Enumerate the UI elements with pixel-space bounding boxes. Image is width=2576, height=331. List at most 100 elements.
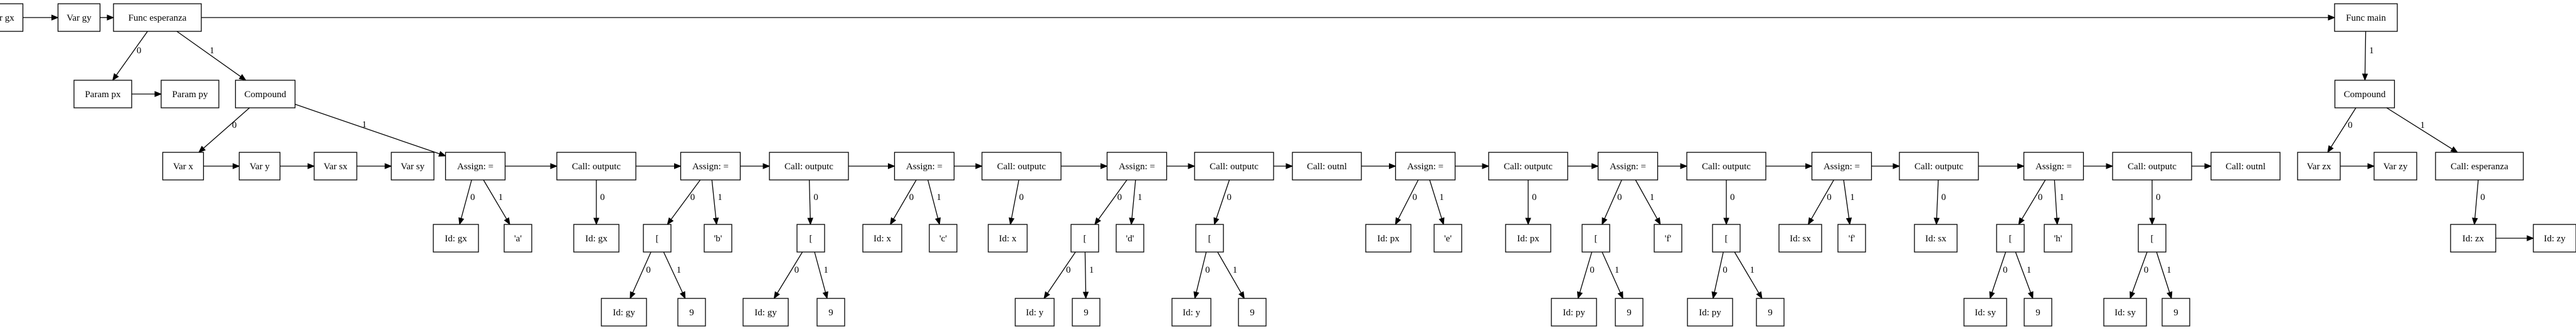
node-id-gx: Id: gx xyxy=(573,224,620,253)
edge-vgy-to-fesp xyxy=(100,14,115,21)
edge-as8-to-ch: 1 xyxy=(2054,179,2064,226)
node-label: [ xyxy=(2151,234,2154,244)
node-box xyxy=(2023,152,2084,181)
node-box xyxy=(1116,224,1144,253)
arrowhead-icon xyxy=(2204,163,2212,169)
arrowhead-icon xyxy=(1592,163,1599,169)
edge-ppx-to-ppy xyxy=(132,91,162,97)
node-var-zy: Var zy xyxy=(2373,152,2417,181)
edge-line xyxy=(1936,179,1939,219)
edge-label: 1 xyxy=(1650,192,1655,202)
edge-label: 1 xyxy=(2420,120,2426,130)
node-box xyxy=(894,152,955,181)
arrowhead-icon xyxy=(550,163,558,169)
node-label: Compound xyxy=(245,90,287,100)
node-9: 9 xyxy=(1756,298,1785,327)
arrowhead-icon xyxy=(1129,218,1135,226)
node-label: Call: esperanza xyxy=(2451,162,2508,172)
arrowhead-icon xyxy=(238,74,247,81)
node-call-esperanza: Call: esperanza xyxy=(2435,152,2524,181)
arrowhead-icon xyxy=(2526,235,2535,241)
arrowhead-icon xyxy=(1807,217,1814,226)
edge-label: 1 xyxy=(499,192,504,202)
arrowhead-icon xyxy=(1008,217,1015,226)
node-label: Func main xyxy=(2346,13,2386,23)
arrowhead-icon xyxy=(51,14,59,21)
edge-as5-to-co5 xyxy=(1455,163,1490,169)
node-id-sy: Id: sy xyxy=(2103,298,2147,327)
node-box xyxy=(1194,152,1274,181)
edge-label: 1 xyxy=(937,192,942,202)
node-label: Var sx xyxy=(324,162,347,172)
edge-line xyxy=(663,251,684,293)
node-box xyxy=(1654,224,1682,253)
node-box xyxy=(704,224,732,253)
node-9: 9 xyxy=(2024,298,2052,327)
node-label: Id: px xyxy=(1517,234,1539,244)
edge-line xyxy=(2386,107,2452,150)
edge-label: 1 xyxy=(1750,265,1755,275)
arrowhead-icon xyxy=(630,291,636,300)
arrowhead-icon xyxy=(2054,218,2060,226)
edge-line xyxy=(1714,251,1724,293)
arrowhead-icon xyxy=(2018,217,2025,226)
arrowhead-icon xyxy=(1845,217,1852,226)
edge-line xyxy=(1604,179,1622,219)
node-label: Assign: = xyxy=(1119,162,1155,172)
node-box xyxy=(601,298,647,327)
node-label: Id: gy xyxy=(613,308,635,318)
edge-label: 0 xyxy=(2156,192,2161,202)
node-assign: Assign: = xyxy=(1597,152,1659,181)
edge-label: 0 xyxy=(2038,192,2043,202)
node-label: [ xyxy=(810,234,813,244)
node-assign: Assign: = xyxy=(680,152,741,181)
edge-line xyxy=(1196,251,1207,293)
node-box xyxy=(1712,224,1741,253)
node-id-px: Id: px xyxy=(1505,224,1551,253)
edge-fesp-to-ppx: 0 xyxy=(112,31,148,81)
node-id-py: Id: py xyxy=(1551,298,1597,327)
node-label: Assign: = xyxy=(457,162,494,172)
node-label: Call: outputc xyxy=(572,162,621,172)
node-box xyxy=(1963,298,2007,327)
node-box xyxy=(1914,224,1958,253)
node-label: 'c' xyxy=(939,234,947,244)
edge-line xyxy=(1098,179,1127,220)
arrowhead-icon xyxy=(384,163,393,169)
node-box xyxy=(2138,224,2167,253)
node-var-y: Var y xyxy=(238,152,281,181)
node-call-outputc: Call: outputc xyxy=(556,152,636,181)
node-id-x: Id: x xyxy=(988,224,1028,253)
node-compound: Compound xyxy=(2334,80,2395,108)
edge-vy-to-vsx xyxy=(280,163,315,169)
node-box xyxy=(1195,224,1224,253)
arrowhead-icon xyxy=(1193,291,1200,300)
arrowhead-icon xyxy=(2367,163,2375,169)
node-box xyxy=(769,152,849,181)
arrowhead-icon xyxy=(1101,163,1108,169)
node-call-outnl: Call: outnl xyxy=(2210,152,2281,181)
node-box xyxy=(1365,224,1412,253)
node-var-sx: Var sx xyxy=(314,152,357,181)
edge-co8-to-outl2 xyxy=(2192,163,2212,169)
arrowhead-icon xyxy=(2027,291,2034,300)
node-param-px: Param px xyxy=(73,80,132,108)
arrowhead-icon xyxy=(107,14,115,21)
arrowhead-icon xyxy=(2017,163,2025,169)
edge-label: 0 xyxy=(1590,265,1595,275)
edge-as1-to-co1 xyxy=(505,163,558,169)
node-label: 'h' xyxy=(2054,234,2062,244)
edge-label: 0 xyxy=(1730,192,1735,202)
arrowhead-icon xyxy=(888,163,895,169)
edge-as4-to-cd: 1 xyxy=(1129,179,1143,226)
node-label: 9 xyxy=(2173,308,2178,318)
edge-co1-to-idgx2: 0 xyxy=(593,180,605,226)
arrowhead-icon xyxy=(1525,218,1531,226)
edge-label: 1 xyxy=(1850,192,1855,202)
node-label: Call: outputc xyxy=(784,162,833,172)
node-box xyxy=(113,3,202,32)
edge-co8-to-br8: 0 xyxy=(2149,180,2161,226)
arrowhead-icon xyxy=(1602,217,1608,226)
edge-line xyxy=(1131,179,1136,219)
edge-label: 1 xyxy=(2167,265,2172,275)
